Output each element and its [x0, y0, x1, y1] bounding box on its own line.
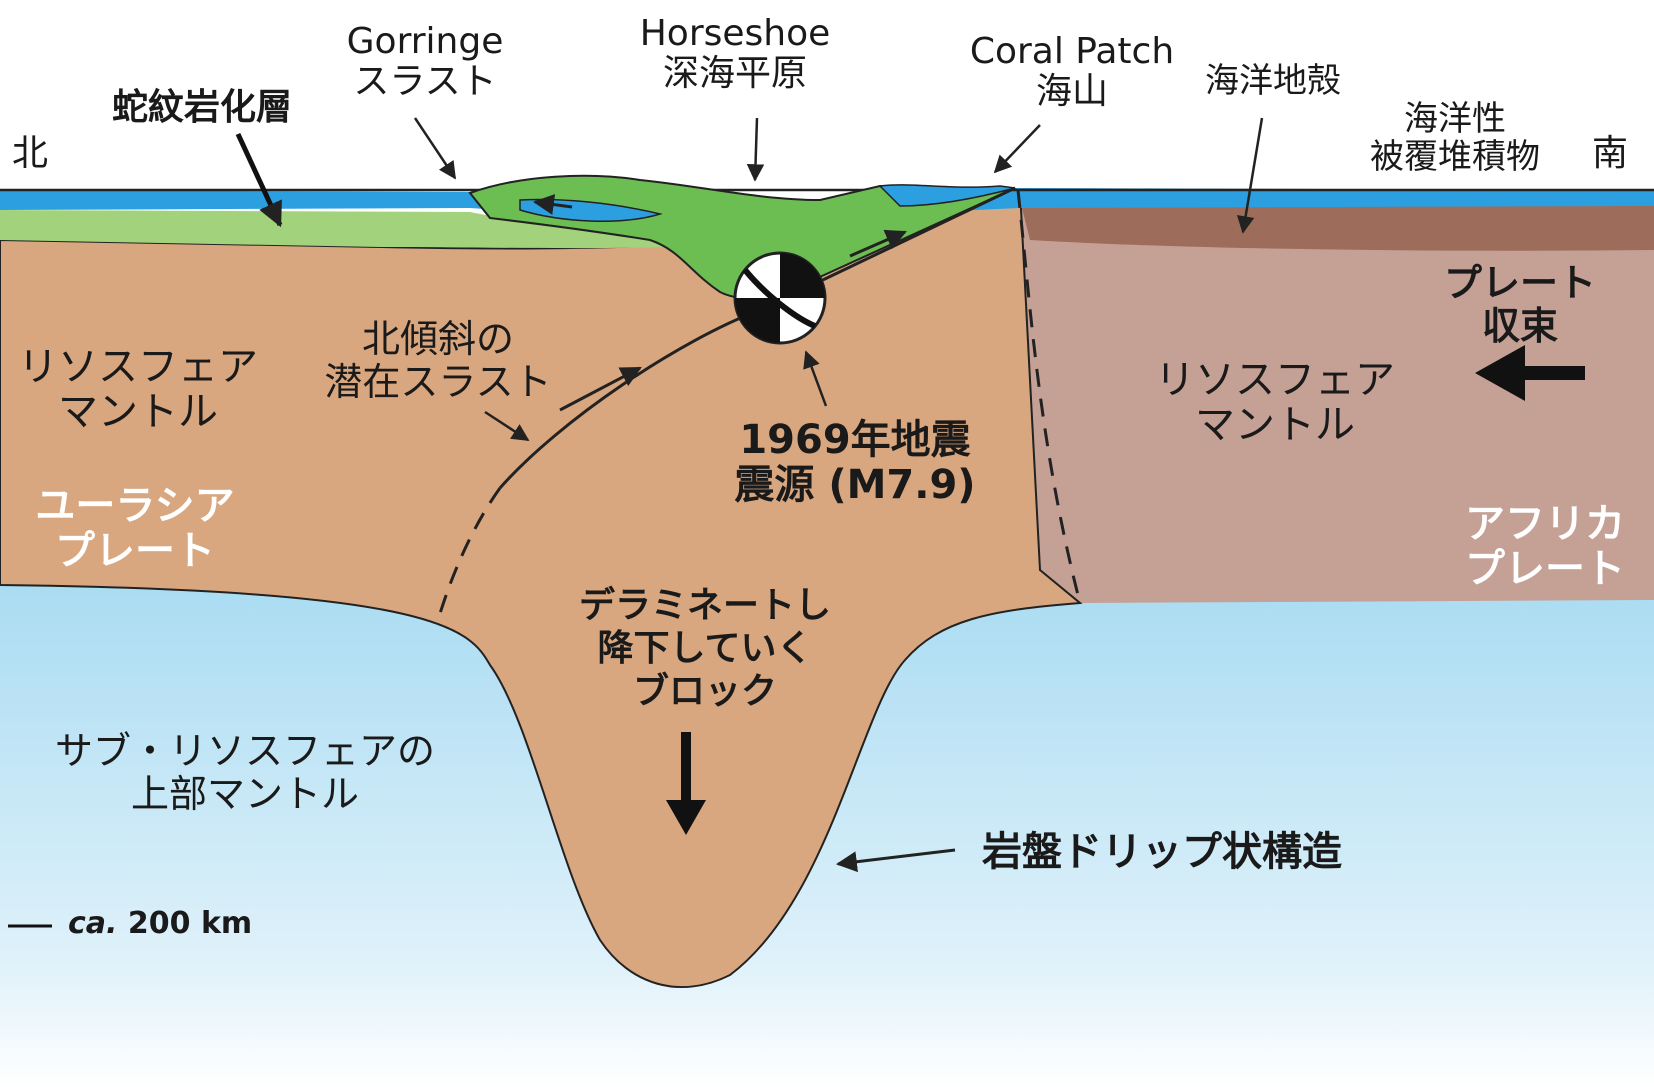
- convergence-label: プレート 収束: [1443, 261, 1596, 348]
- serpentinite-label: 蛇紋岩化層: [112, 87, 293, 128]
- eurasia-lithosphere-label: リソスフェア マントル: [18, 344, 258, 435]
- horseshoe-label: Horseshoe 深海平原: [639, 13, 831, 95]
- plate-boundary-dashed: [1016, 189, 1082, 604]
- latent-thrust-label: 北傾斜の 潜在スラスト: [324, 317, 552, 404]
- sediment-label: 海洋性 被覆堆積物: [1370, 99, 1540, 178]
- scale-label: ca. 200 km: [68, 906, 253, 941]
- eurasian-plate-label: ユーラシア プレート: [35, 483, 235, 574]
- drip-structure-label: 岩盤ドリップ状構造: [982, 829, 1342, 875]
- latent-thrust-dashed: [436, 487, 502, 621]
- earthquake-label: 1969年地震 震源 (M7.9): [734, 417, 976, 508]
- focal-mechanism-icon: [733, 251, 827, 345]
- convergence-arrow: [1475, 345, 1585, 401]
- african-plate-mantle: [1020, 188, 1654, 603]
- african-plate-label: アフリカ プレート: [1465, 501, 1625, 592]
- serpentinite-layer-shape: [0, 210, 690, 249]
- delaminating-block-label: デラミネートし 降下していく ブロック: [578, 585, 831, 713]
- africa-lithosphere-label: リソスフェア マントル: [1155, 357, 1395, 448]
- oceanic-crust-label: 海洋地殻: [1205, 61, 1341, 101]
- sinking-arrow: [666, 732, 706, 835]
- north-label: 北: [12, 133, 49, 174]
- gorringe-label: Gorringe スラスト: [346, 21, 504, 103]
- coral-patch-label: Coral Patch 海山: [969, 31, 1175, 113]
- south-label: 南: [1592, 133, 1629, 174]
- sub-lithosphere-label: サブ・リソスフェアの 上部マントル: [54, 729, 435, 816]
- african-sediment-layer: [1020, 200, 1654, 251]
